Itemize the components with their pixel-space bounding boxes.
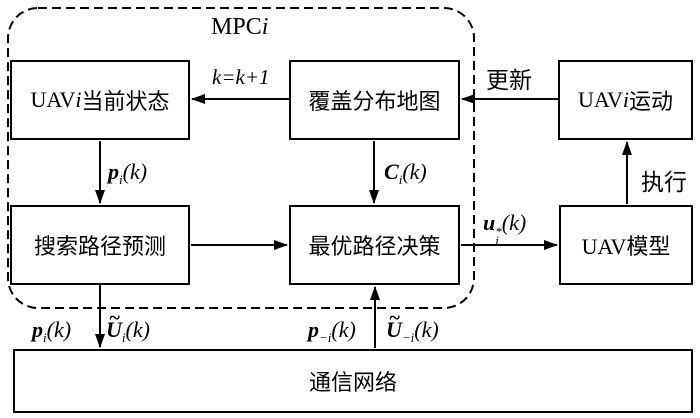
label-p-minus-i-k: p−i(k) <box>308 317 356 345</box>
box-communication-network: 通信网络 <box>13 349 693 413</box>
label-update: 更新 <box>486 68 532 93</box>
label-u-tilde-i-k: ~Ui(k) <box>106 307 150 345</box>
label-execute: 执行 <box>641 170 687 195</box>
mpc-region-outline <box>7 7 475 309</box>
box-search-path-prediction: 搜索路径预测 <box>10 205 190 285</box>
box-uav-model: UAV模型 <box>559 205 693 285</box>
box-coverage-map: 覆盖分布地图 <box>289 60 460 140</box>
label-c-i-k: Ci(k) <box>384 159 427 187</box>
label-p-i-k-bottom: pi(k) <box>32 317 72 345</box>
label-k-update: k=k+1 <box>212 65 270 89</box>
mpc-region-title: MPCi <box>211 14 269 40</box>
box-optimal-path-decision: 最优路径决策 <box>289 205 460 285</box>
label-u-tilde-minus-i-k: ~U−i(k) <box>386 307 439 345</box>
label-p-i-k-top: pi(k) <box>108 159 148 187</box>
label-u-i-star-k: u*i(k) <box>483 210 527 248</box>
